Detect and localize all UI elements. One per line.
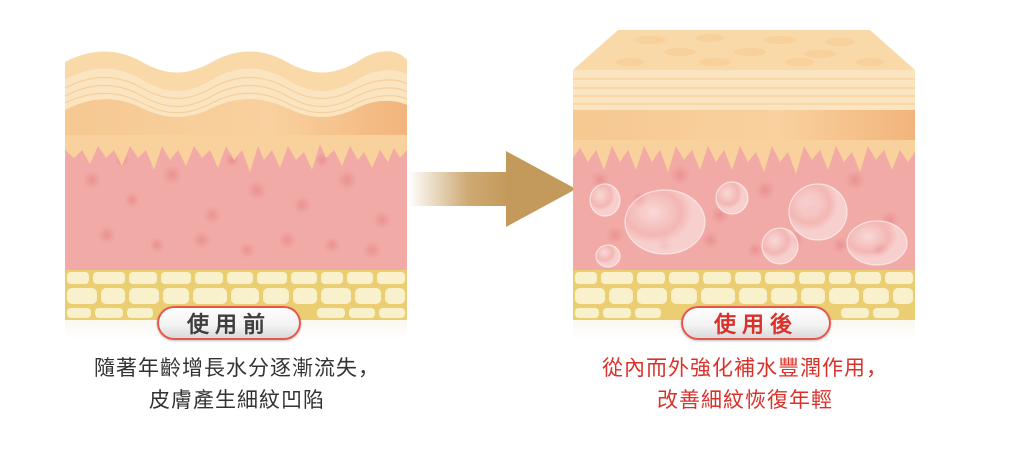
after-caption: 從內而外強化補水豐潤作用， 改善細紋恢復年輕 [570,352,920,416]
right-arrow-icon [408,151,576,227]
water-bubbles [589,181,908,268]
after-caption-line2: 改善細紋恢復年輕 [657,388,833,412]
after-panel: 使用後 從內而外強化補水豐潤作用， 改善細紋恢復年輕 [570,0,920,451]
before-caption: 隨著年齡增長水分逐漸流失， 皮膚產生細紋凹陷 [62,352,412,416]
wrinkled-skin-illustration [64,51,408,340]
before-caption-line2: 皮膚產生細紋凹陷 [149,388,325,412]
before-badge: 使用前 [157,306,301,340]
before-panel: 使用前 隨著年齡增長水分逐漸流失， 皮膚產生細紋凹陷 [62,0,412,451]
plump-skin-illustration [573,30,915,340]
after-badge: 使用後 [681,306,831,340]
after-caption-line1: 從內而外強化補水豐潤作用， [602,356,888,380]
before-caption-line1: 隨著年齡增長水分逐漸流失， [94,356,380,380]
